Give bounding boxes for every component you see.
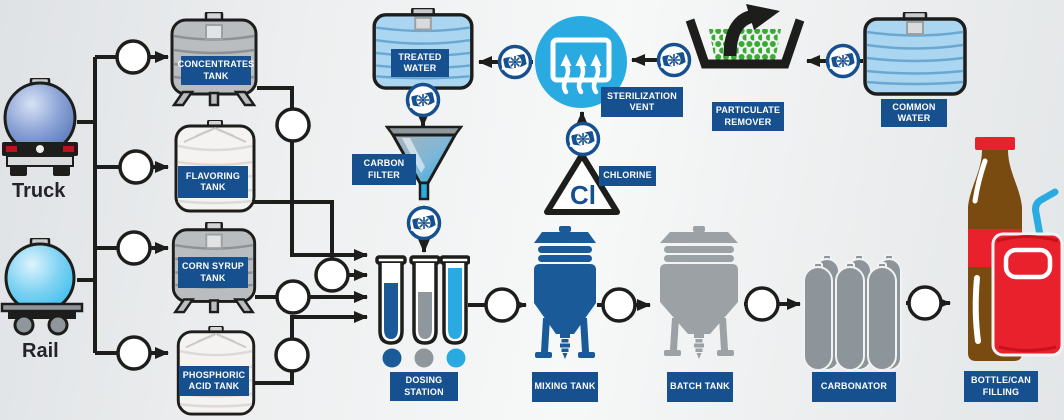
flavoring-to-dosing	[253, 200, 368, 281]
label-treated-water: TREATED WATER	[391, 49, 449, 77]
soda-can	[991, 188, 1064, 357]
concentrates-to-dosing	[257, 86, 368, 261]
rail-tanker-icon	[0, 238, 84, 336]
pump-icon	[565, 121, 601, 157]
pump-icon	[825, 43, 861, 79]
rail-label: Rail	[22, 340, 59, 362]
flow-node	[484, 287, 520, 323]
flow-node	[116, 230, 152, 266]
chlorine-symbol: Cl	[570, 180, 596, 210]
bottle-can-filling-icon	[968, 137, 1064, 361]
pump-icon	[497, 44, 533, 80]
truck-label: Truck	[12, 180, 66, 202]
label-batch-tank: BATCH TANK	[667, 372, 733, 402]
label-bottle-can-filling: BOTTLE/CAN FILLING	[964, 371, 1038, 402]
label-carbon-filter: CARBON FILTER	[352, 154, 416, 185]
flow-node	[116, 335, 152, 371]
dosing-station-tubes-icon	[375, 255, 470, 368]
flow-node	[314, 257, 350, 293]
label-corn-syrup-tank: CORN SYRUP TANK	[178, 257, 248, 288]
flow-node	[274, 337, 310, 373]
flow-node	[744, 286, 780, 322]
carbonator-cylinders-icon	[803, 254, 902, 371]
label-phosphoric-acid-tank: PHOSPHORIC ACID TANK	[179, 366, 249, 396]
sterilization-vent-icon	[535, 16, 627, 108]
label-mixing-tank: MIXING TANK	[532, 372, 598, 402]
flow-node	[275, 279, 311, 315]
label-particulate-remover: PARTICULATE REMOVER	[712, 102, 784, 131]
label-concentrates-tank: CONCENTRATES TANK	[178, 56, 254, 85]
label-chlorine: CHLORINE	[599, 166, 656, 186]
truck-tanker-icon	[2, 78, 78, 176]
label-sterilization-vent: STERILIZATION VENT	[601, 87, 683, 117]
particulate-remover-icon	[685, 4, 805, 69]
flow-node	[907, 285, 943, 321]
straw	[1032, 188, 1059, 239]
phosphoric-to-dosing	[253, 311, 368, 385]
carbon-filter-funnel-icon	[385, 125, 463, 214]
label-dosing-station: DOSING STATION	[390, 372, 458, 401]
vent-steam-arrows	[561, 61, 601, 95]
mixing-tank-icon	[534, 226, 596, 359]
label-carbonator: CARBONATOR	[812, 372, 896, 402]
flow-node	[601, 287, 637, 323]
common-water-tank-icon	[863, 12, 967, 96]
flow-node	[275, 107, 311, 143]
flow-node	[115, 39, 151, 75]
label-common-water: COMMON WATER	[881, 99, 947, 127]
flow-node	[118, 149, 154, 185]
label-flavoring-tank: FLAVORING TANK	[178, 166, 248, 198]
batch-tank-icon	[660, 226, 738, 359]
